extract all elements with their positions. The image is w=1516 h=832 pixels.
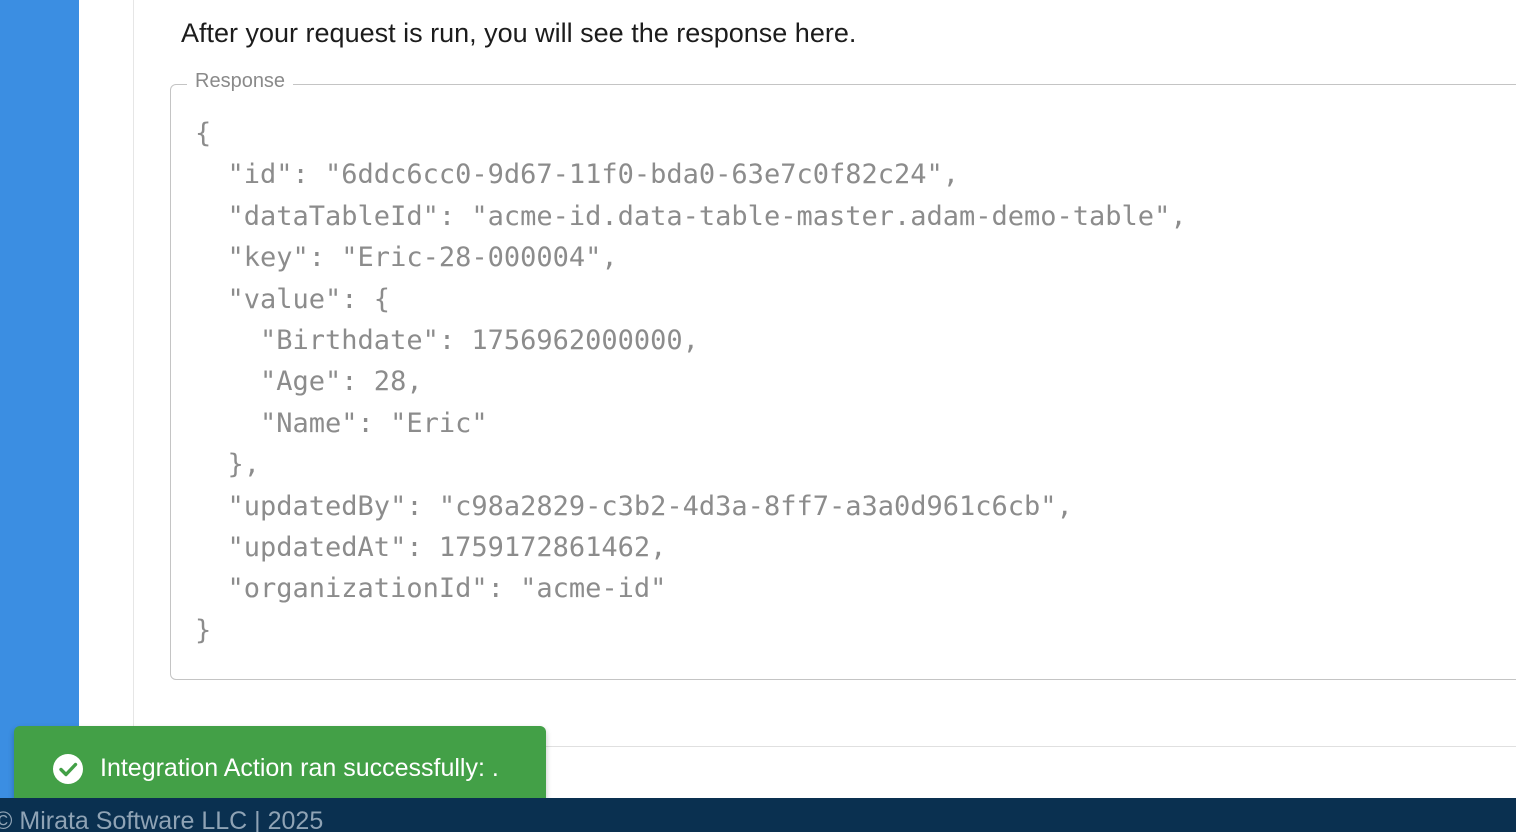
response-json[interactable]: { "id": "6ddc6cc0-9d67-11f0-bda0-63e7c0f… — [195, 118, 1187, 646]
response-box — [170, 84, 1516, 680]
panel-bottom-border — [79, 746, 1516, 747]
success-toast[interactable]: Integration Action ran successfully: . — [14, 726, 546, 811]
content-panel — [79, 0, 1516, 746]
footer: © Mirata Software LLC | 2025 — [0, 798, 1516, 832]
toast-message: Integration Action ran successfully: . — [100, 754, 499, 782]
response-help-text: After your request is run, you will see … — [181, 18, 857, 48]
left-sidebar-rail — [0, 0, 79, 798]
panel-divider — [133, 0, 134, 746]
footer-copyright: © Mirata Software LLC | 2025 — [0, 807, 324, 832]
response-label: Response — [187, 70, 294, 93]
check-circle-icon — [52, 753, 84, 785]
